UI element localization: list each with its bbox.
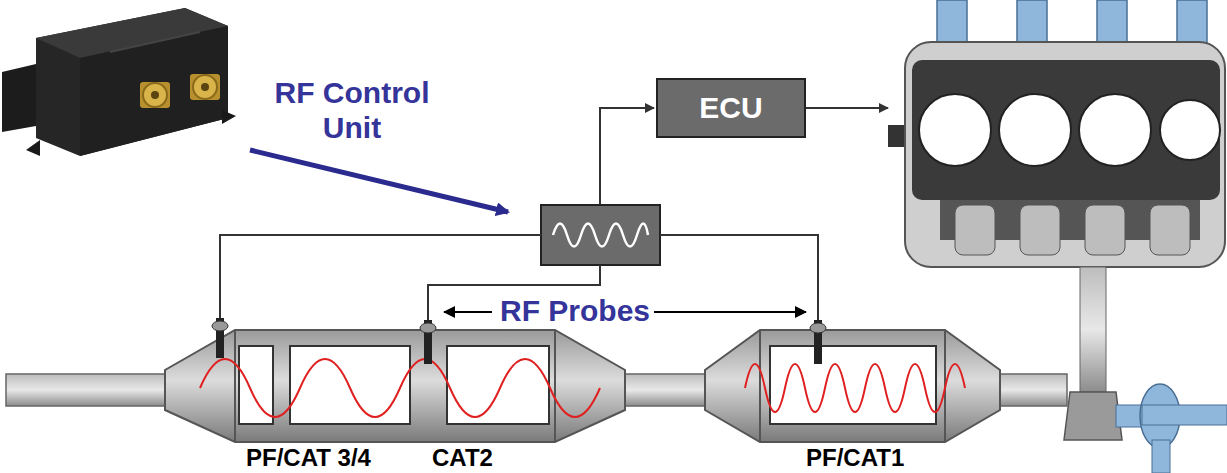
signal-wire xyxy=(600,108,654,205)
pointer-arrow xyxy=(250,150,508,212)
probe-pointer xyxy=(444,311,492,313)
probe-pointer xyxy=(648,311,806,313)
control-wire xyxy=(806,107,888,109)
probe-label: RF Probes xyxy=(496,294,654,329)
probe-wire xyxy=(660,235,818,320)
part-label: PF/CAT 3/4 xyxy=(246,444,371,472)
probe-wire xyxy=(220,235,541,318)
part-label: CAT2 xyxy=(432,444,493,472)
node-text: ECU xyxy=(699,91,762,125)
unit-label: RF Control Unit xyxy=(252,76,452,145)
part-label: PF/CAT1 xyxy=(806,444,904,472)
rf-unit-box xyxy=(541,205,660,265)
exhaust-line xyxy=(6,318,1067,442)
control-module-photo xyxy=(2,8,236,156)
ecu-box: ECU xyxy=(656,78,806,138)
